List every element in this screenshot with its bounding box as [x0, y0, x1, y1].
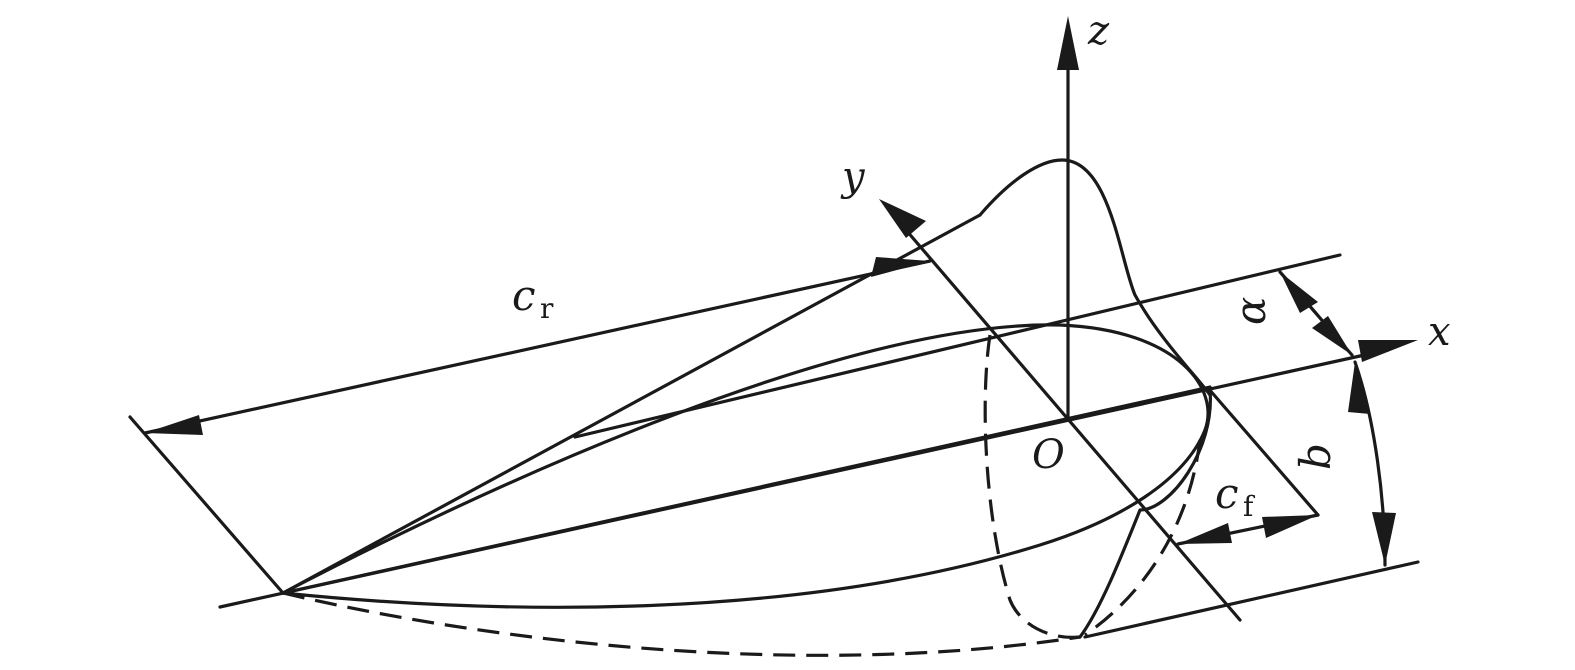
span-arrowhead-bottom — [1372, 512, 1396, 565]
flap-chord-arrowhead-left — [1178, 523, 1232, 544]
y-axis-arrowhead — [879, 199, 926, 238]
lower-guide-line — [1083, 560, 1420, 639]
root-chord-arrowhead-left — [145, 415, 203, 435]
vertex-to-peak-line — [281, 213, 982, 595]
root-chord-arrowhead-right — [871, 257, 930, 277]
angle-arrowhead-top — [1280, 272, 1318, 313]
dashed-root-section — [983, 334, 1081, 639]
upper-guide-line — [573, 253, 1342, 439]
flap-chord-subscript: f — [1243, 490, 1256, 523]
x-axis-label: x — [1428, 309, 1451, 355]
dashed-lower-curve — [282, 591, 1081, 657]
span-label: b — [1291, 443, 1340, 470]
z-axis-arrowhead — [1057, 16, 1079, 70]
flap-edge-line — [1206, 386, 1320, 517]
angle-label: α — [1226, 297, 1275, 325]
flap-chord-label: c — [1215, 469, 1239, 518]
flap-section-curve — [1078, 388, 1212, 639]
z-axis-label: z — [1087, 8, 1110, 54]
origin-label: O — [1032, 432, 1065, 478]
angle-arrowhead-bottom — [1312, 316, 1352, 355]
span-arrowhead-top — [1348, 362, 1370, 414]
root-chord-dimension-line — [143, 259, 932, 435]
y-axis-label: y — [840, 154, 866, 200]
spanwise-bell-curve — [978, 158, 1212, 397]
dashed-flap-section — [1084, 439, 1202, 637]
y-axis-line — [904, 228, 1242, 622]
trailing-vertex-extension — [128, 415, 285, 595]
x-axis-arrowhead — [1358, 340, 1418, 362]
flap-chord-arrowhead-right — [1262, 515, 1318, 538]
root-chord-label: c — [512, 271, 536, 320]
root-chord-subscript: r — [540, 292, 554, 325]
vertex-to-flap-line — [281, 385, 1212, 595]
